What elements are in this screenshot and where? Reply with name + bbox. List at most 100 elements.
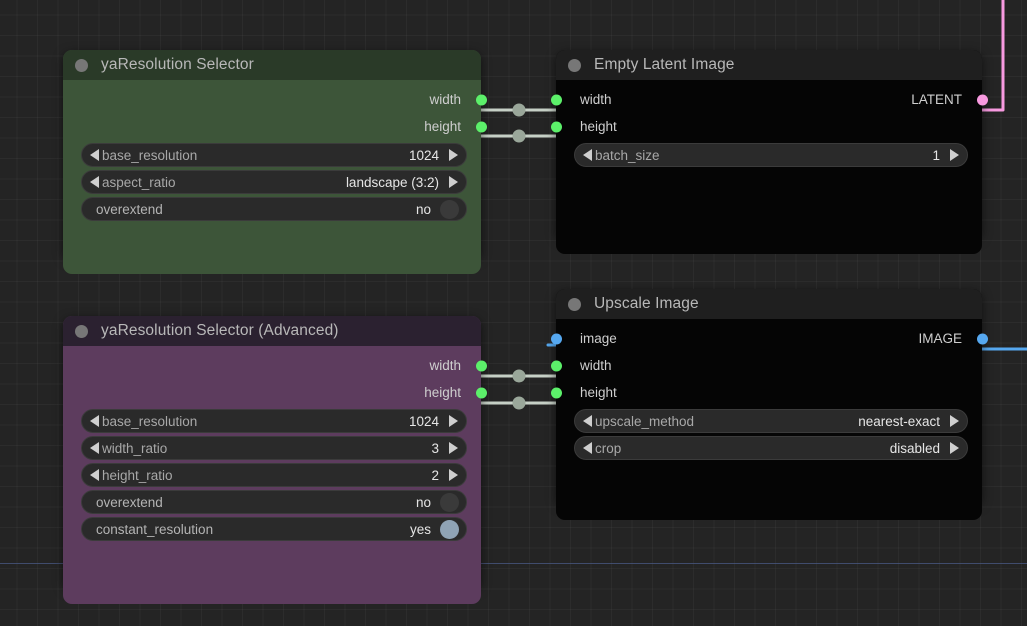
height-to-height-top-midpoint-dot[interactable]	[512, 129, 526, 143]
widget-value: 1	[932, 147, 940, 163]
widget-base-resolution[interactable]: base_resolution 1024	[81, 143, 467, 167]
widget-overextend[interactable]: overextend no	[81, 490, 467, 514]
node-body-yaresolution-selector-advanced: width height base_resolution 1024 width_rati…	[63, 346, 487, 604]
widget-label: constant_resolution	[96, 521, 214, 537]
widget-value: 2	[431, 467, 439, 483]
node-title-bar-empty-latent-image[interactable]: Empty Latent Image	[556, 50, 982, 80]
input-slot-image-dot[interactable]	[550, 333, 562, 344]
input-slot-label: width	[580, 358, 612, 373]
input-slot-label: image	[580, 331, 617, 346]
output-slot-height-dot[interactable]	[475, 387, 487, 398]
widget-label: overextend	[96, 201, 163, 217]
widget-value: 3	[431, 440, 439, 456]
widget-label: aspect_ratio	[102, 174, 176, 190]
output-slot-label: height	[424, 385, 461, 400]
width-to-width-top-midpoint-dot[interactable]	[512, 103, 526, 117]
node-upscale-image[interactable]: Upscale Image image IMAGE width height upscal…	[550, 289, 988, 520]
chevron-right-icon[interactable]	[950, 442, 959, 454]
output-slot-image-dot[interactable]	[976, 333, 988, 344]
input-slot-height-dot[interactable]	[550, 121, 562, 132]
widget-constant-resolution[interactable]: constant_resolution yes	[81, 517, 467, 541]
node-title-text: Empty Latent Image	[594, 56, 735, 73]
chevron-left-icon[interactable]	[583, 149, 592, 161]
node-body-yaresolution-selector: width height base_resolution 1024 aspect_rat…	[63, 80, 487, 274]
chevron-right-icon[interactable]	[449, 149, 458, 161]
input-slot-label: height	[580, 385, 617, 400]
group-boundary-line	[0, 563, 1027, 564]
input-slot-height-dot[interactable]	[550, 387, 562, 398]
collapse-toggle-icon[interactable]	[568, 58, 581, 72]
chevron-left-icon[interactable]	[90, 176, 99, 188]
widget-value: 1024	[408, 413, 439, 429]
slot-row: height	[550, 113, 982, 140]
input-slot-width-dot[interactable]	[550, 94, 562, 105]
chevron-right-icon[interactable]	[950, 149, 959, 161]
widget-label: batch_size	[595, 147, 660, 163]
output-slot-label: height	[424, 119, 461, 134]
chevron-left-icon[interactable]	[90, 415, 99, 427]
node-title-text: Upscale Image	[594, 295, 699, 312]
output-slot-height-dot[interactable]	[475, 121, 487, 132]
input-slot-label: width	[580, 92, 612, 107]
chevron-right-icon[interactable]	[950, 415, 959, 427]
output-slot-label: width	[429, 92, 461, 107]
output-slot-latent-dot[interactable]	[976, 94, 988, 105]
widget-value: nearest-exact	[858, 413, 940, 429]
widget-label: overextend	[96, 494, 163, 510]
collapse-toggle-icon[interactable]	[568, 297, 581, 311]
toggle-knob[interactable]	[440, 199, 459, 219]
node-yaresolution-selector-advanced[interactable]: yaResolution Selector (Advanced) width hei…	[63, 316, 487, 604]
output-slot-width-dot[interactable]	[475, 360, 487, 371]
collapse-toggle-icon[interactable]	[75, 324, 88, 338]
widget-label: base_resolution	[102, 413, 198, 429]
toggle-knob[interactable]	[440, 519, 459, 539]
output-slot-width-dot[interactable]	[475, 94, 487, 105]
node-yaresolution-selector[interactable]: yaResolution Selector width height base_res…	[63, 50, 487, 274]
widget-value: yes	[409, 521, 431, 537]
output-slot-label: LATENT	[911, 92, 962, 107]
widget-value: landscape (3:2)	[345, 174, 439, 190]
slot-row: height	[63, 113, 487, 140]
chevron-left-icon[interactable]	[583, 415, 592, 427]
input-slot-label: height	[580, 119, 617, 134]
chevron-right-icon[interactable]	[449, 415, 458, 427]
output-slot-label: width	[429, 358, 461, 373]
chevron-left-icon[interactable]	[90, 469, 99, 481]
widget-value: 1024	[408, 147, 439, 163]
height-to-height-bottom-midpoint-dot[interactable]	[512, 396, 526, 410]
chevron-right-icon[interactable]	[449, 442, 458, 454]
slot-row: width	[63, 352, 487, 379]
widget-aspect-ratio[interactable]: aspect_ratio landscape (3:2)	[81, 170, 467, 194]
slot-row: width	[63, 86, 487, 113]
output-slot-label: IMAGE	[918, 331, 962, 346]
node-title-bar-yaresolution-selector-advanced[interactable]: yaResolution Selector (Advanced)	[63, 316, 481, 346]
width-to-width-bottom-midpoint-dot[interactable]	[512, 369, 526, 383]
node-empty-latent-image[interactable]: Empty Latent Image width LATENT height batch…	[550, 50, 988, 254]
collapse-toggle-icon[interactable]	[75, 58, 88, 72]
widget-value: no	[415, 201, 431, 217]
widget-label: base_resolution	[102, 147, 198, 163]
node-title-bar-yaresolution-selector[interactable]: yaResolution Selector	[63, 50, 481, 80]
widget-value: no	[415, 494, 431, 510]
chevron-right-icon[interactable]	[449, 469, 458, 481]
widget-value: disabled	[889, 440, 940, 456]
chevron-left-icon[interactable]	[90, 442, 99, 454]
input-slot-width-dot[interactable]	[550, 360, 562, 371]
slot-row: height	[63, 379, 487, 406]
toggle-knob[interactable]	[440, 492, 459, 512]
chevron-left-icon[interactable]	[90, 149, 99, 161]
slot-row: image IMAGE	[550, 325, 988, 352]
widget-batch-size[interactable]: batch_size 1	[574, 143, 968, 167]
chevron-right-icon[interactable]	[449, 176, 458, 188]
node-title-bar-upscale-image[interactable]: Upscale Image	[556, 289, 982, 319]
widget-overextend[interactable]: overextend no	[81, 197, 467, 221]
node-title-text: yaResolution Selector (Advanced)	[101, 322, 339, 339]
widget-base-resolution[interactable]: base_resolution 1024	[81, 409, 467, 433]
chevron-left-icon[interactable]	[583, 442, 592, 454]
